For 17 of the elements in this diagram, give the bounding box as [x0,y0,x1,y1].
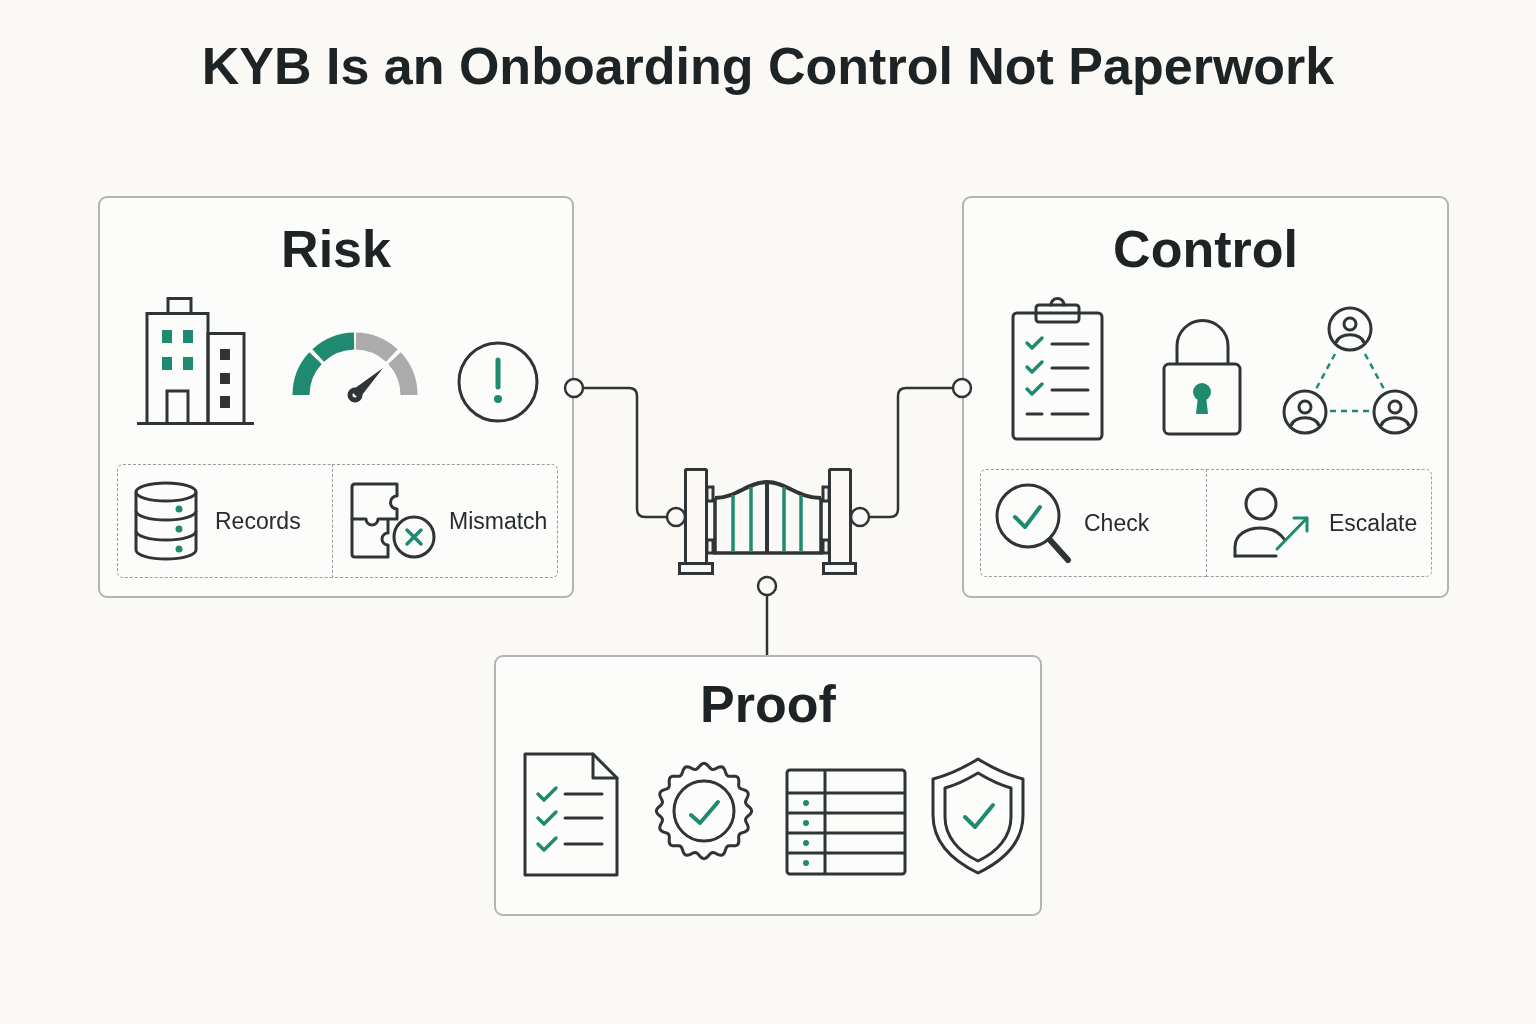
item-label: Escalate [1329,511,1418,535]
panel-heading: Control [1113,223,1298,275]
dashed-tile [980,469,1207,577]
panel-heading: Proof [700,678,836,730]
item-label: Check [1084,511,1150,535]
connector-line [563,377,687,528]
dashed-tile [117,464,333,578]
dashed-tile [1206,469,1432,577]
panel-card [98,196,574,598]
panel-card [962,196,1449,598]
connector-line [849,377,973,528]
panel-card [494,655,1042,916]
item-label: Mismatch [449,509,548,533]
panel-heading: Risk [281,223,391,275]
item-label: Records [215,509,301,533]
dashed-tile [332,464,558,578]
connector-line [756,575,778,655]
